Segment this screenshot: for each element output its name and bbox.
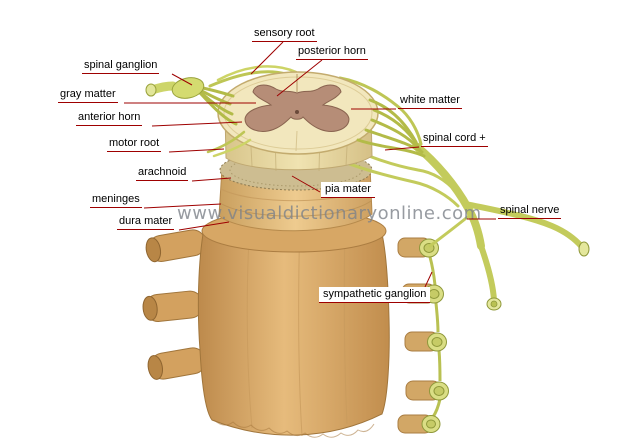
label-motor-root[interactable]: motor root: [107, 137, 162, 152]
watermark-text: www.visualdictionaryonline.com: [177, 203, 482, 224]
sympathetic-ganglion-knobs: [397, 237, 449, 434]
sympathetic-chain: [428, 256, 442, 418]
label-spinal-cord[interactable]: spinal cord +: [421, 132, 488, 147]
transverse-process-3: [147, 347, 207, 380]
label-spinal-nerve[interactable]: spinal nerve: [498, 204, 562, 219]
label-white-matter[interactable]: white matter: [398, 94, 462, 109]
transverse-process-2: [142, 290, 204, 322]
label-pia-mater[interactable]: pia mater: [321, 182, 375, 198]
gray-matter-butterfly: [244, 84, 350, 132]
spinal-nerve-path: [328, 142, 590, 311]
spinal-cord-cross-section: [217, 71, 379, 155]
spinal-ganglion-shape: [145, 77, 205, 99]
label-sympathetic-ganglion[interactable]: sympathetic ganglion: [319, 287, 431, 303]
label-spinal-ganglion[interactable]: spinal ganglion: [82, 59, 160, 74]
transverse-process-1: [145, 229, 207, 263]
label-anterior-horn[interactable]: anterior horn: [76, 111, 143, 126]
label-dura-mater[interactable]: dura mater: [117, 215, 175, 230]
label-meninges[interactable]: meninges: [90, 193, 142, 208]
label-gray-matter[interactable]: gray matter: [58, 88, 118, 103]
vertebral-body: [197, 209, 390, 438]
label-arachnoid[interactable]: arachnoid: [136, 166, 189, 181]
label-sensory-root[interactable]: sensory root: [252, 27, 317, 42]
label-posterior-horn[interactable]: posterior horn: [296, 45, 368, 60]
